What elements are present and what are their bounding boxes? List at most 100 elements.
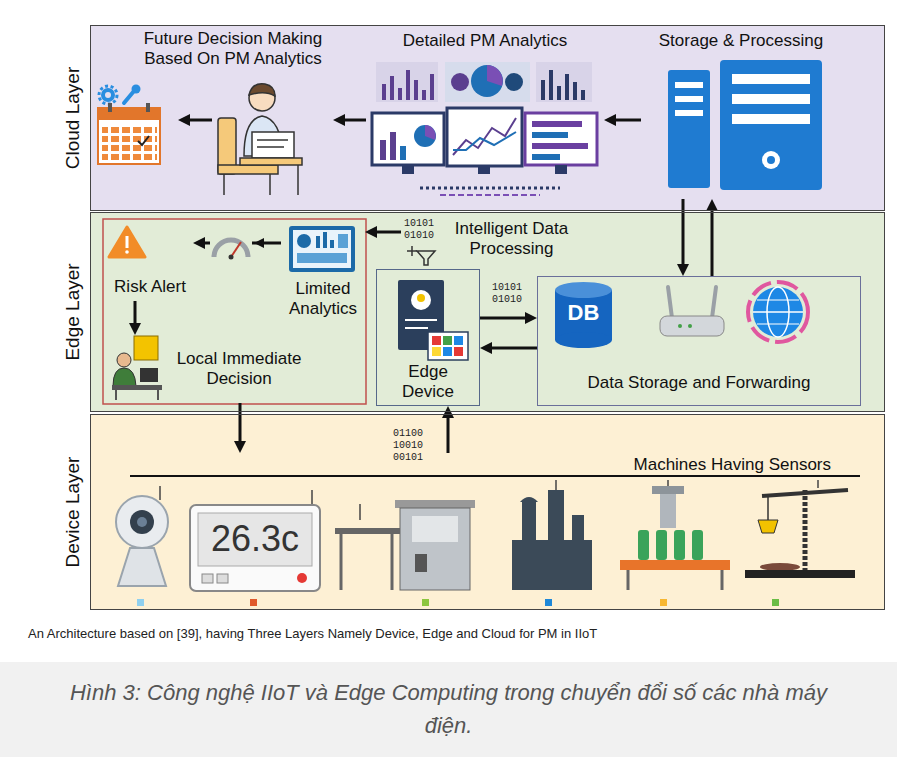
cloud-globe-icon (753, 311, 803, 313)
thermometer-display (297, 573, 307, 583)
sensor-color-tag (250, 599, 257, 606)
operator-icon (157, 390, 159, 400)
analytics-group: Detailed PM Analytics (366, 29, 604, 204)
node-label: Future Decision Making Based On PM Analy… (133, 29, 333, 69)
conveyor-icon (627, 570, 630, 590)
sensor-color-tag (772, 599, 779, 606)
calendar-icon (132, 85, 141, 94)
flow-arrowhead (254, 238, 264, 248)
refinery-icon (572, 515, 584, 545)
analytics-dashboard-icon (453, 132, 516, 150)
conveyor-icon (674, 530, 685, 560)
server-icon (675, 82, 703, 88)
analytics-dashboard-icon (532, 154, 560, 160)
crane-icon (762, 490, 848, 496)
camera-icon (116, 496, 168, 548)
calendar-icon (108, 103, 112, 112)
conveyor-icon (652, 486, 684, 494)
analyst-icon (297, 165, 299, 195)
operator-icon (134, 336, 158, 360)
edge-device-icon (405, 327, 428, 329)
analytics-dashboard-icon (487, 65, 503, 86)
analyst-icon (218, 84, 302, 195)
calendar-icon (98, 108, 160, 120)
machine-icon (395, 500, 475, 508)
analytics-dashboard-icon (400, 146, 406, 160)
edge-device-icon (454, 336, 463, 345)
edge-device-icon (443, 347, 452, 356)
analytics-dashboard-icon (573, 82, 577, 100)
analytics-dashboard-icon (555, 165, 567, 174)
analytics-dashboard-icon (532, 132, 568, 138)
analyst-icon (240, 158, 302, 165)
analytics-dashboard-icon (453, 118, 516, 155)
analytics-dashboard-icon (414, 80, 418, 100)
camera-icon (118, 548, 166, 586)
calendar-icon (124, 91, 134, 103)
analyst-icon (252, 132, 294, 158)
router-icon (678, 324, 682, 328)
machine-icon (391, 534, 394, 590)
filter-icon (407, 246, 435, 265)
dashboard-icon (316, 236, 320, 248)
analytics-dashboard-icon (451, 73, 469, 91)
refinery-icon (555, 480, 557, 490)
layer-title: Cloud Layer (62, 67, 84, 169)
thermometer-display (311, 490, 313, 505)
calendar-icon (98, 85, 160, 165)
node-label: Intelligent Data Processing (437, 219, 586, 259)
machine-icon (400, 508, 470, 590)
dashboard-icon (297, 253, 347, 263)
figure-note: An Architecture based on [39], having Th… (28, 626, 888, 642)
camera-icon (137, 517, 147, 527)
operator-icon (112, 385, 162, 390)
machine-icon (359, 504, 361, 520)
flow-arrow (184, 119, 212, 122)
analytics-dashboard-icon (422, 90, 426, 100)
edge-device-icon (454, 347, 463, 356)
analyst-icon (223, 174, 225, 195)
cloud-globe-icon (757, 323, 799, 324)
storage-box: Data Storage and Forwarding (537, 276, 861, 406)
machine-icon (335, 500, 475, 590)
warning-icon (126, 236, 129, 248)
temperature-reading: 26.3c (198, 519, 312, 559)
analytics-dashboard-icon (430, 74, 434, 100)
cloud-globe-icon (748, 282, 808, 342)
dashboard-icon (293, 230, 351, 268)
crane-icon (760, 563, 800, 571)
edge-device-icon (405, 319, 437, 321)
conveyor-icon (721, 570, 724, 590)
calendar-icon (102, 124, 157, 160)
warning-icon (109, 227, 145, 257)
dashboard-icon (330, 240, 334, 248)
calendar-icon (138, 136, 149, 145)
thermometer-display (202, 574, 213, 583)
server-icon (675, 110, 703, 116)
analytics-dashboard-icon (420, 187, 560, 190)
calendar-icon (101, 88, 115, 102)
refinery-icon (512, 480, 592, 590)
server-icon (767, 156, 775, 164)
calendar-icon (98, 108, 160, 164)
edge-device-icon (428, 332, 468, 360)
thermometer-display (217, 574, 228, 583)
analytics-dashboard-icon (549, 70, 553, 100)
edge-local-frame (103, 219, 366, 404)
operator-icon (113, 368, 136, 386)
conveyor-icon (620, 480, 730, 590)
thermometer-display (198, 513, 312, 566)
analytics-group: Limited Analytics (281, 223, 365, 331)
layer-band (90, 212, 885, 412)
analyst-icon (257, 146, 284, 148)
refinery-icon (520, 497, 538, 502)
analytics-dashboard-icon (376, 62, 438, 102)
analyst-icon (257, 139, 288, 141)
edge-device-icon (398, 280, 444, 350)
calendar-icon (146, 103, 150, 112)
analytics-dashboard-icon (525, 113, 597, 165)
alert-group: Risk Alert (107, 223, 193, 301)
device-layer-band: Device LayerMachines Having Sensors (90, 414, 885, 610)
layer-band (90, 25, 885, 610)
